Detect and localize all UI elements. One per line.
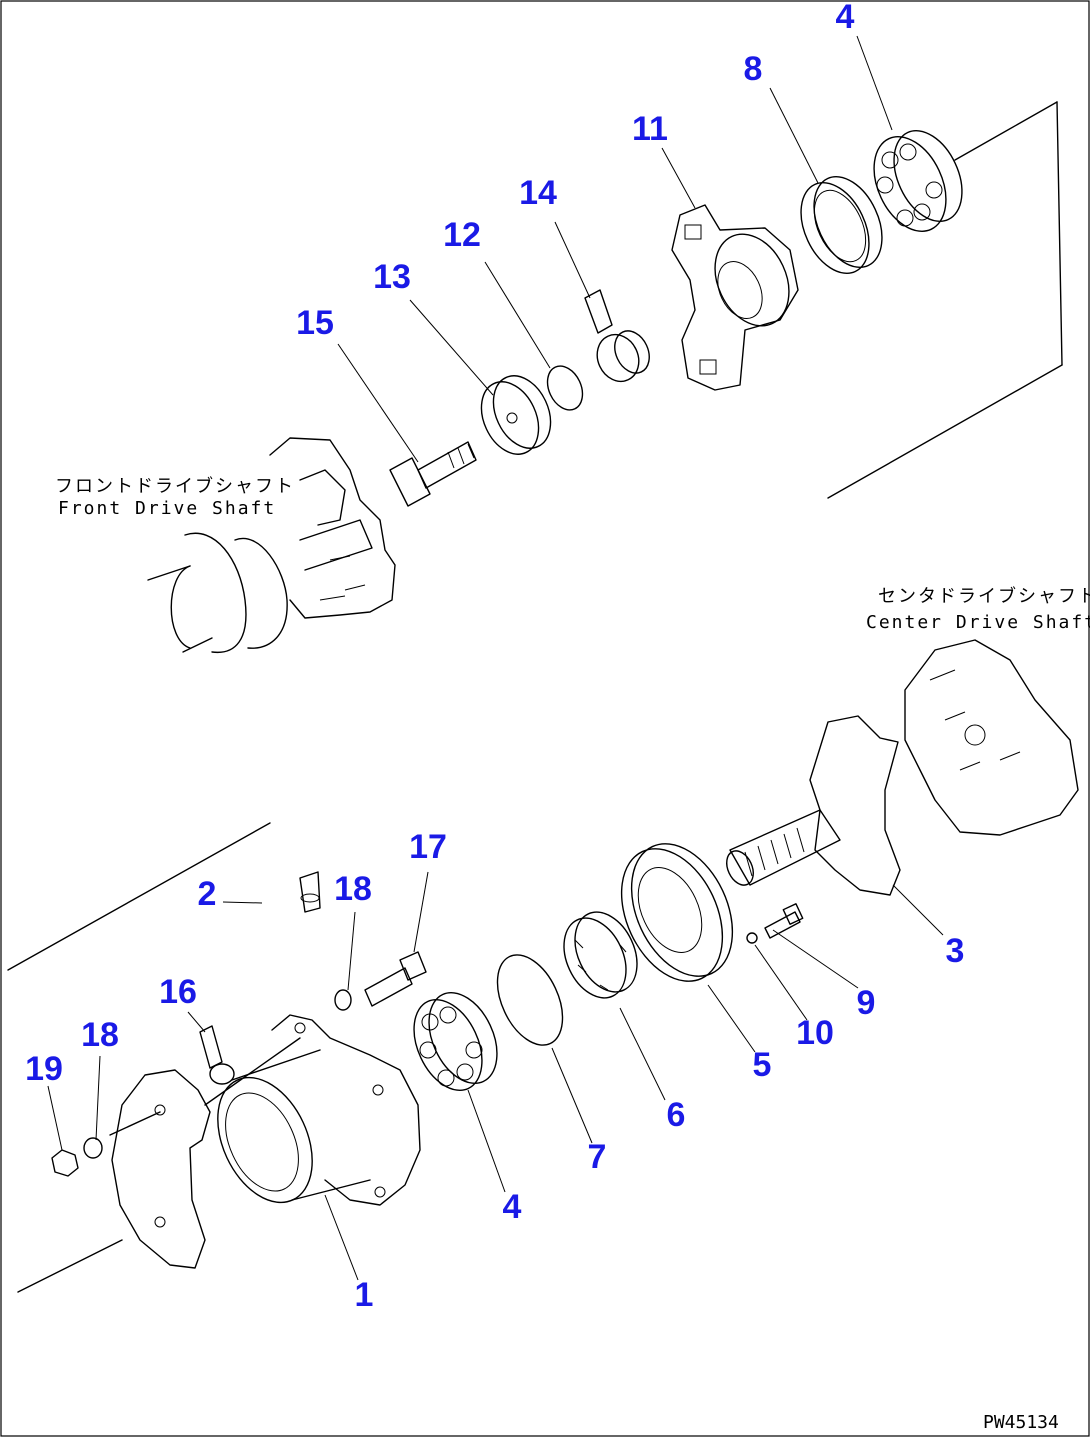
part-breather [299, 871, 321, 913]
part-fitting-16 [199, 1025, 235, 1085]
center-drive-shaft-label-en: Center Drive Shaft [866, 612, 1090, 633]
callout-14: 14 [519, 174, 557, 212]
callout-5: 5 [753, 1046, 772, 1084]
callout-13: 13 [373, 258, 411, 296]
part-housing [217, 1014, 421, 1206]
callout-12: 12 [443, 216, 481, 254]
part-washer-small-10 [746, 932, 758, 944]
callout-4-upper: 4 [836, 0, 855, 36]
part-roller-cage [563, 911, 638, 999]
front-drive-shaft [170, 437, 396, 654]
part-nut-19 [51, 1149, 79, 1177]
part-snap-ring [496, 954, 564, 1046]
callout-7: 7 [588, 1138, 607, 1176]
figure-id: PW45134 [983, 1412, 1059, 1433]
callout-9: 9 [857, 984, 876, 1022]
part-oil-seal-upper [800, 175, 883, 275]
callout-4-lower: 4 [503, 1188, 522, 1226]
axis-lines [7, 101, 1063, 1293]
part-bolt-small [764, 903, 804, 939]
callout-11: 11 [632, 110, 668, 148]
part-washer-large [480, 375, 552, 455]
leader-lines [47, 35, 944, 1281]
center-drive-shaft-label-jp: センタドライブシャフト [878, 585, 1090, 607]
part-washer-18-upper [334, 989, 352, 1011]
callout-18-upper: 18 [334, 870, 372, 908]
part-o-ring-small [546, 365, 584, 411]
callout-6: 6 [667, 1096, 686, 1134]
part-bolt-17 [364, 951, 427, 1007]
part-bearing-lower [413, 991, 498, 1092]
callout-1: 1 [355, 1276, 374, 1314]
callout-15: 15 [296, 304, 334, 342]
part-mounting-bracket [111, 1069, 211, 1269]
front-drive-shaft-label-en: Front Drive Shaft [58, 498, 276, 519]
callout-19: 19 [25, 1050, 63, 1088]
part-bolt-center [389, 441, 477, 507]
callout-8: 8 [744, 50, 763, 88]
part-seal-housing [620, 843, 734, 982]
callout-2: 2 [198, 875, 217, 913]
part-yoke [671, 204, 799, 391]
part-spline-yoke [726, 715, 901, 896]
part-bearing-upper [873, 129, 963, 232]
center-drive-shaft [904, 639, 1079, 836]
callout-numbers: 4 8 11 14 12 13 15 17 18 2 16 18 19 3 9 … [25, 0, 964, 1314]
callout-18-lower: 18 [81, 1016, 119, 1054]
callout-16: 16 [159, 973, 197, 1011]
part-washer-18-lower [83, 1137, 103, 1159]
front-drive-shaft-label-jp: フロントドライブシャフト [55, 475, 295, 497]
callout-3: 3 [946, 932, 965, 970]
part-grease-fitting [584, 289, 650, 383]
callout-10: 10 [796, 1014, 834, 1052]
callout-17: 17 [409, 828, 447, 866]
